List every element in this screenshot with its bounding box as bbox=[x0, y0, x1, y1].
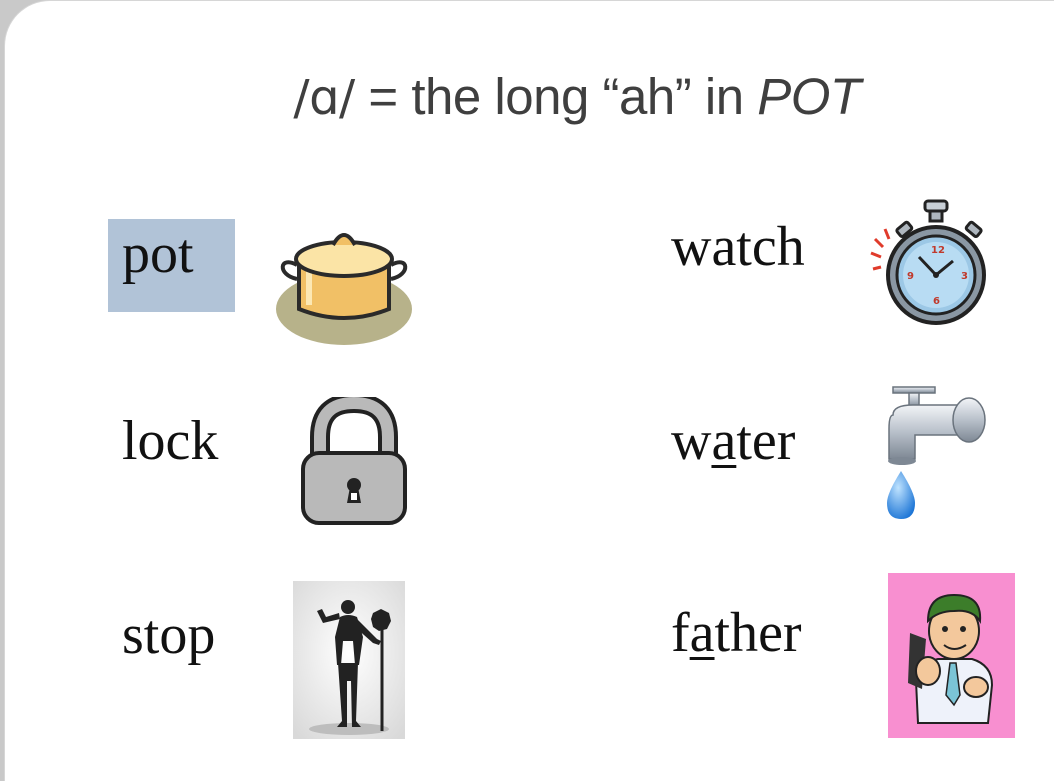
slide: /ɑ/ = the long “ah” in POT pot lock stop… bbox=[4, 0, 1054, 781]
stopwatch-icon: 12 3 6 9 bbox=[867, 199, 989, 329]
word-watch: watch bbox=[671, 216, 805, 278]
svg-text:6: 6 bbox=[933, 296, 940, 307]
word-father: father bbox=[671, 605, 802, 661]
word-pot: pot bbox=[122, 223, 194, 285]
word-lock: lock bbox=[122, 410, 219, 472]
father-cartoon-image bbox=[888, 573, 1015, 738]
svg-text:3: 3 bbox=[961, 271, 968, 282]
word-water-part1: w bbox=[671, 410, 712, 472]
word-father-part1: f bbox=[671, 602, 690, 664]
word-father-part2: ther bbox=[714, 602, 802, 664]
title-text: = the long “ah” in bbox=[354, 68, 758, 125]
padlock-icon bbox=[298, 397, 410, 529]
word-water-part2: ter bbox=[736, 410, 796, 472]
word-father-underlined-a: a bbox=[689, 602, 715, 664]
pot-icon bbox=[273, 213, 415, 349]
word-stop: stop bbox=[122, 604, 216, 666]
word-water-underlined-a: a bbox=[711, 410, 737, 472]
svg-text:9: 9 bbox=[907, 271, 914, 282]
slide-title: /ɑ/ = the long “ah” in POT bbox=[5, 67, 1054, 126]
pot-highlight bbox=[108, 219, 235, 312]
svg-text:12: 12 bbox=[931, 245, 945, 256]
title-emphasis: POT bbox=[757, 68, 861, 125]
word-water: water bbox=[671, 413, 795, 469]
stop-sign-person-image bbox=[293, 581, 405, 739]
faucet-icon bbox=[873, 379, 991, 527]
title-ipa-symbol: /ɑ/ bbox=[293, 70, 355, 126]
